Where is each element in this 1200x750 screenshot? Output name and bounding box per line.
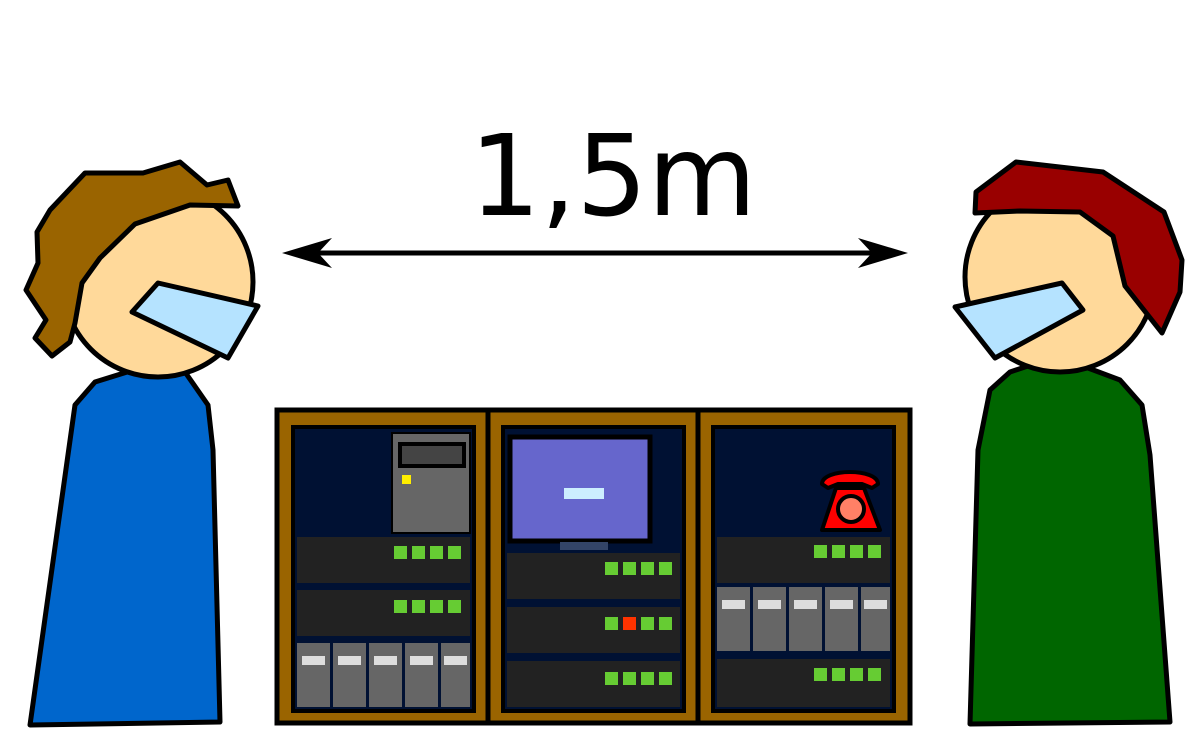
drive-bays (297, 643, 470, 707)
rack-middle (501, 425, 686, 713)
equipment-racks (274, 407, 913, 726)
distance-label: 1,5m (469, 112, 756, 242)
drive-bays (717, 587, 890, 651)
left-person-shirt (27, 362, 223, 728)
right-person-shirt (967, 359, 1173, 727)
left-person-hair (23, 159, 241, 359)
left-person (23, 159, 261, 728)
arrow-both-icon (282, 238, 908, 268)
telephone-icon (820, 470, 882, 532)
rack-left (291, 425, 476, 713)
left-person-mask (129, 280, 261, 361)
right-person-mask (952, 280, 1086, 361)
server-tower-icon (391, 432, 471, 534)
right-person-hair (972, 159, 1185, 336)
rack-right (711, 425, 896, 713)
right-person (952, 159, 1185, 727)
monitor-icon (507, 434, 653, 550)
